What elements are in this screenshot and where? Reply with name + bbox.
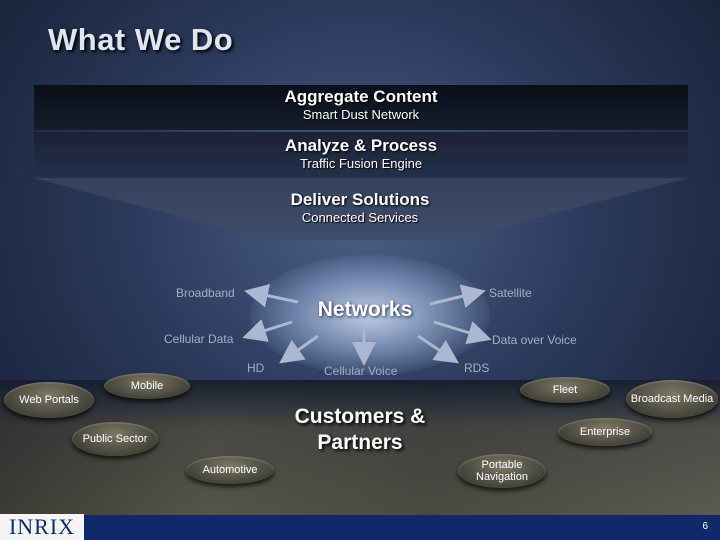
aggregate-content-band: Aggregate Content Smart Dust Network xyxy=(34,85,688,130)
deliver-solutions-title: Deliver Solutions xyxy=(290,190,430,209)
arrow-data-over-voice xyxy=(433,320,492,345)
customers-title-line2: Partners xyxy=(317,431,403,454)
satellite-label: Satellite xyxy=(489,286,532,300)
traffic-fusion-engine-subtitle: Traffic Fusion Engine xyxy=(299,156,423,171)
rds-label: RDS xyxy=(464,361,490,375)
inrix-logo: INRIX xyxy=(0,514,84,540)
portable-navigation-segment: Portable Navigation xyxy=(458,454,546,488)
footer-bar xyxy=(0,515,720,540)
cellular-voice-label: Cellular Voice xyxy=(324,364,398,378)
analyze-process-title: Analyze & Process xyxy=(284,136,438,155)
customers-partners-title: Customers & Partners xyxy=(270,404,450,456)
mobile-segment: Mobile xyxy=(104,373,190,399)
data-over-voice-label: Data over Voice xyxy=(492,333,577,347)
broadcast-media-segment: Broadcast Media xyxy=(626,380,718,418)
enterprise-segment: Enterprise xyxy=(558,418,652,446)
hd-label: HD xyxy=(247,361,265,375)
arrow-broadband xyxy=(244,283,299,308)
arrow-rds xyxy=(417,334,459,364)
networks-title: Networks xyxy=(317,298,413,321)
arrow-satellite xyxy=(429,284,486,308)
page-number: 6 xyxy=(702,521,708,532)
deliver-solutions-block: Deliver Solutions Connected Services xyxy=(210,188,510,226)
public-sector-segment: Public Sector xyxy=(72,422,158,456)
arrow-hd xyxy=(279,334,319,364)
connected-services-subtitle: Connected Services xyxy=(301,210,419,225)
web-portals-segment: Web Portals xyxy=(4,382,94,418)
analyze-process-band: Analyze & Process Traffic Fusion Engine xyxy=(34,132,688,178)
arrow-cellular-data xyxy=(242,319,293,342)
fleet-segment: Fleet xyxy=(520,377,610,403)
funnel-shape xyxy=(34,178,688,240)
automotive-segment: Automotive xyxy=(186,456,274,484)
slide-title: What We Do xyxy=(48,22,234,57)
broadband-label: Broadband xyxy=(176,286,235,300)
smart-dust-network-subtitle: Smart Dust Network xyxy=(302,107,420,122)
aggregate-content-title: Aggregate Content xyxy=(284,87,438,106)
customers-title-line1: Customers & xyxy=(294,405,426,428)
cellular-data-label: Cellular Data xyxy=(164,332,234,346)
